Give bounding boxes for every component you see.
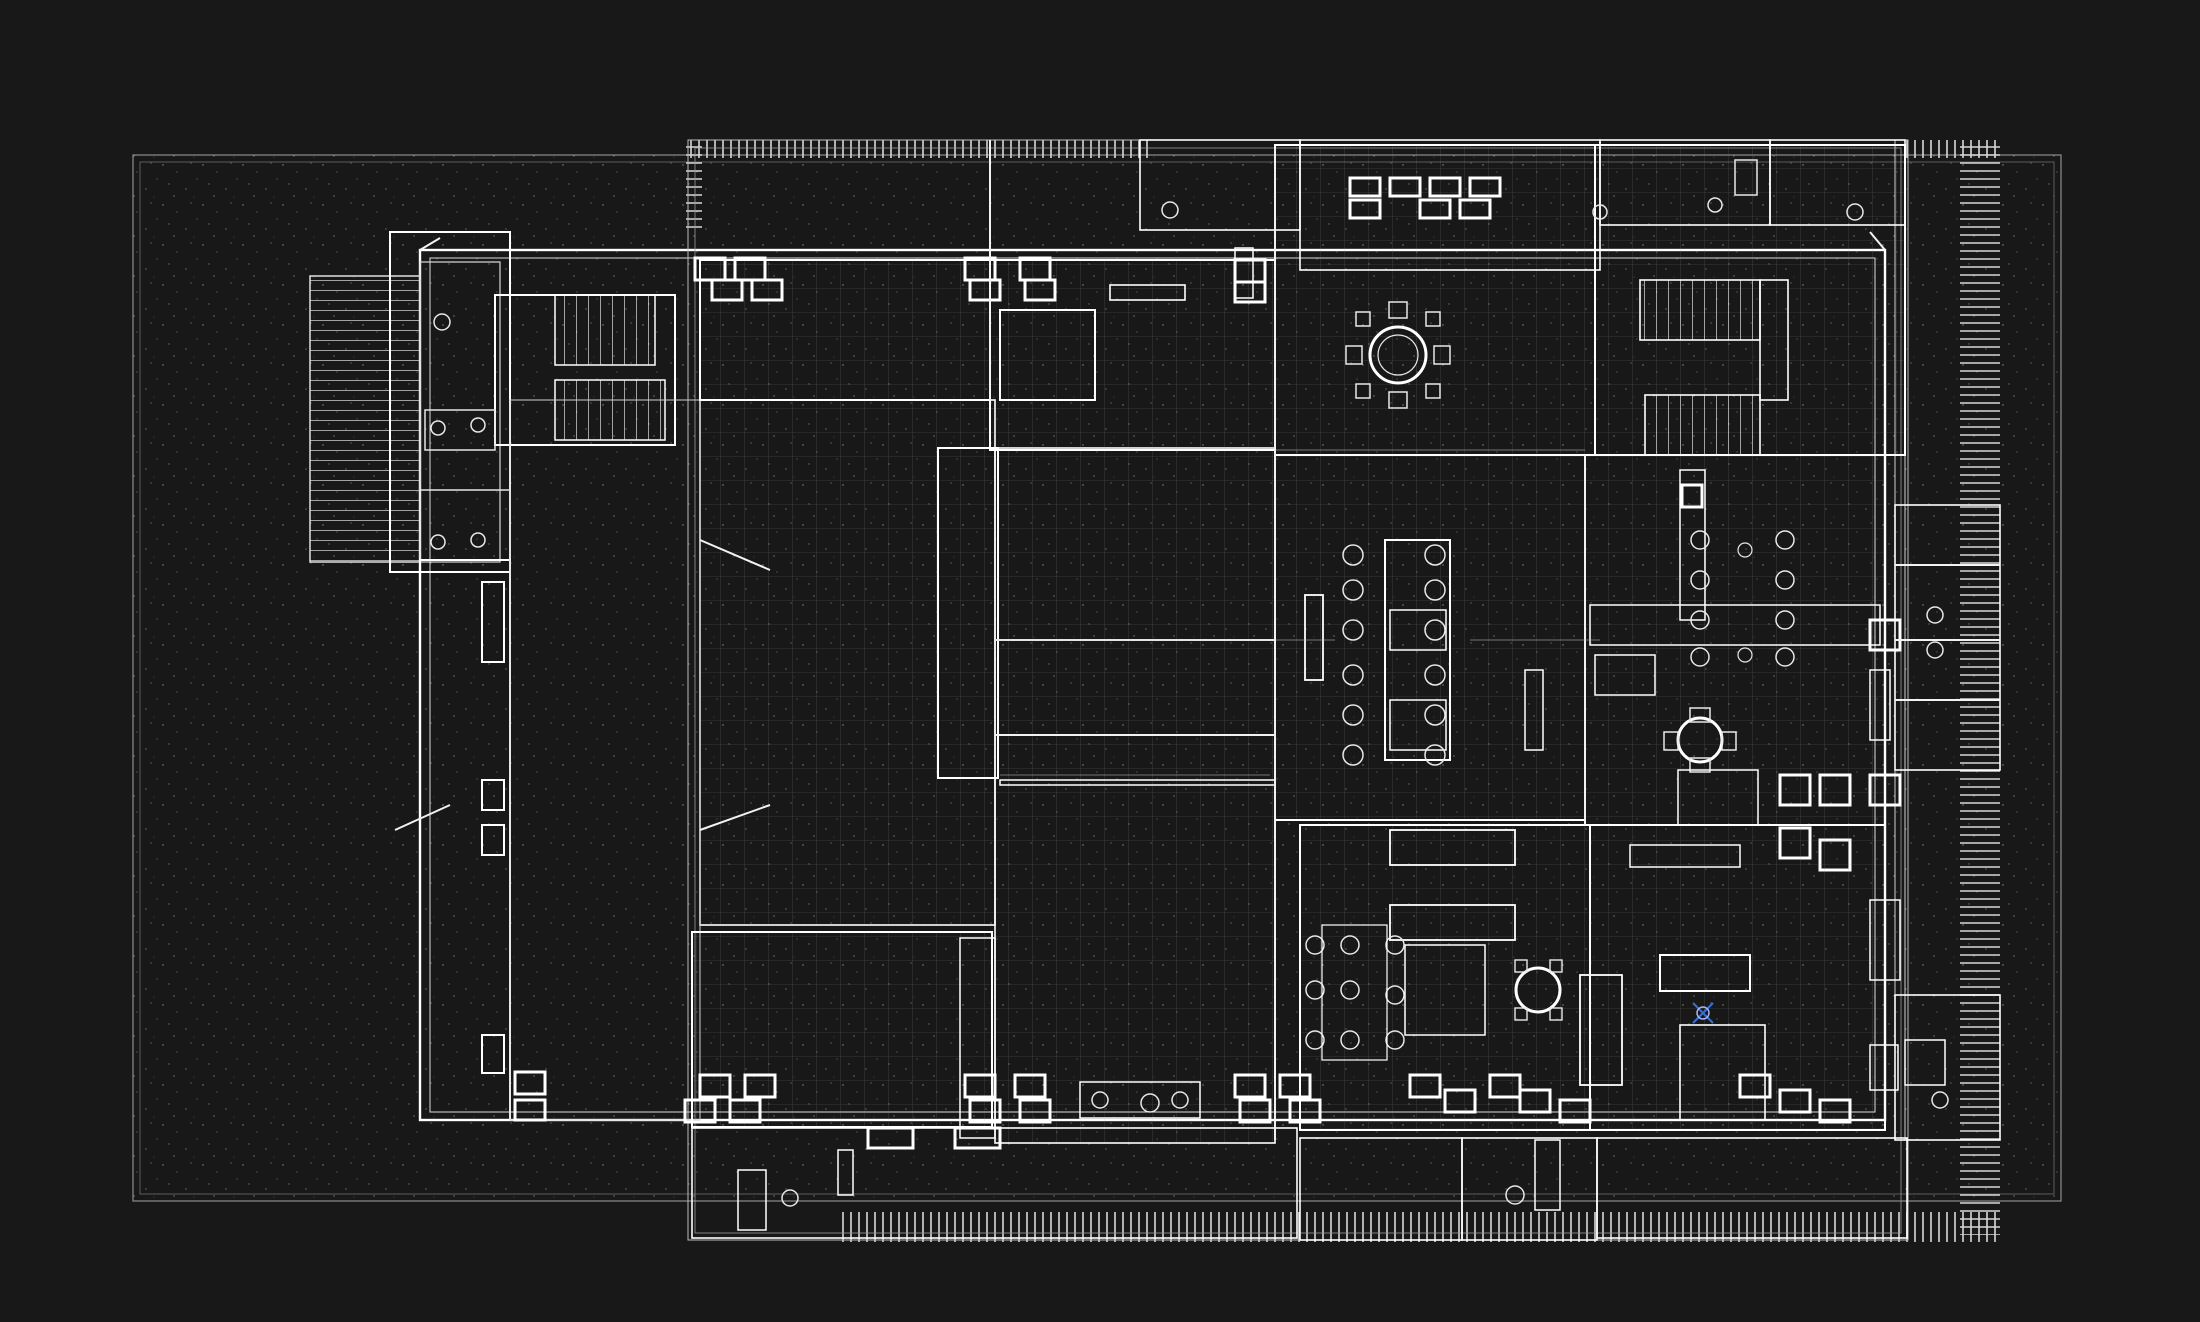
south-annex: [691, 1126, 1908, 1241]
workstation-chairs: [1305, 935, 1405, 1050]
perimeter-fence: [686, 140, 2000, 1242]
gizmo-icon[interactable]: [1692, 1002, 1714, 1024]
meeting-chairs: [1342, 544, 1446, 766]
central-hall: [509, 259, 1276, 1144]
north-east-block: [1139, 139, 1906, 456]
west-wing: [309, 231, 676, 1121]
meeting-area: [1274, 454, 1586, 821]
east-offices: [1584, 454, 2001, 872]
beams: [394, 140, 1886, 1140]
south-east-workrooms: [1299, 824, 2001, 1141]
windows: [513, 247, 1852, 1124]
